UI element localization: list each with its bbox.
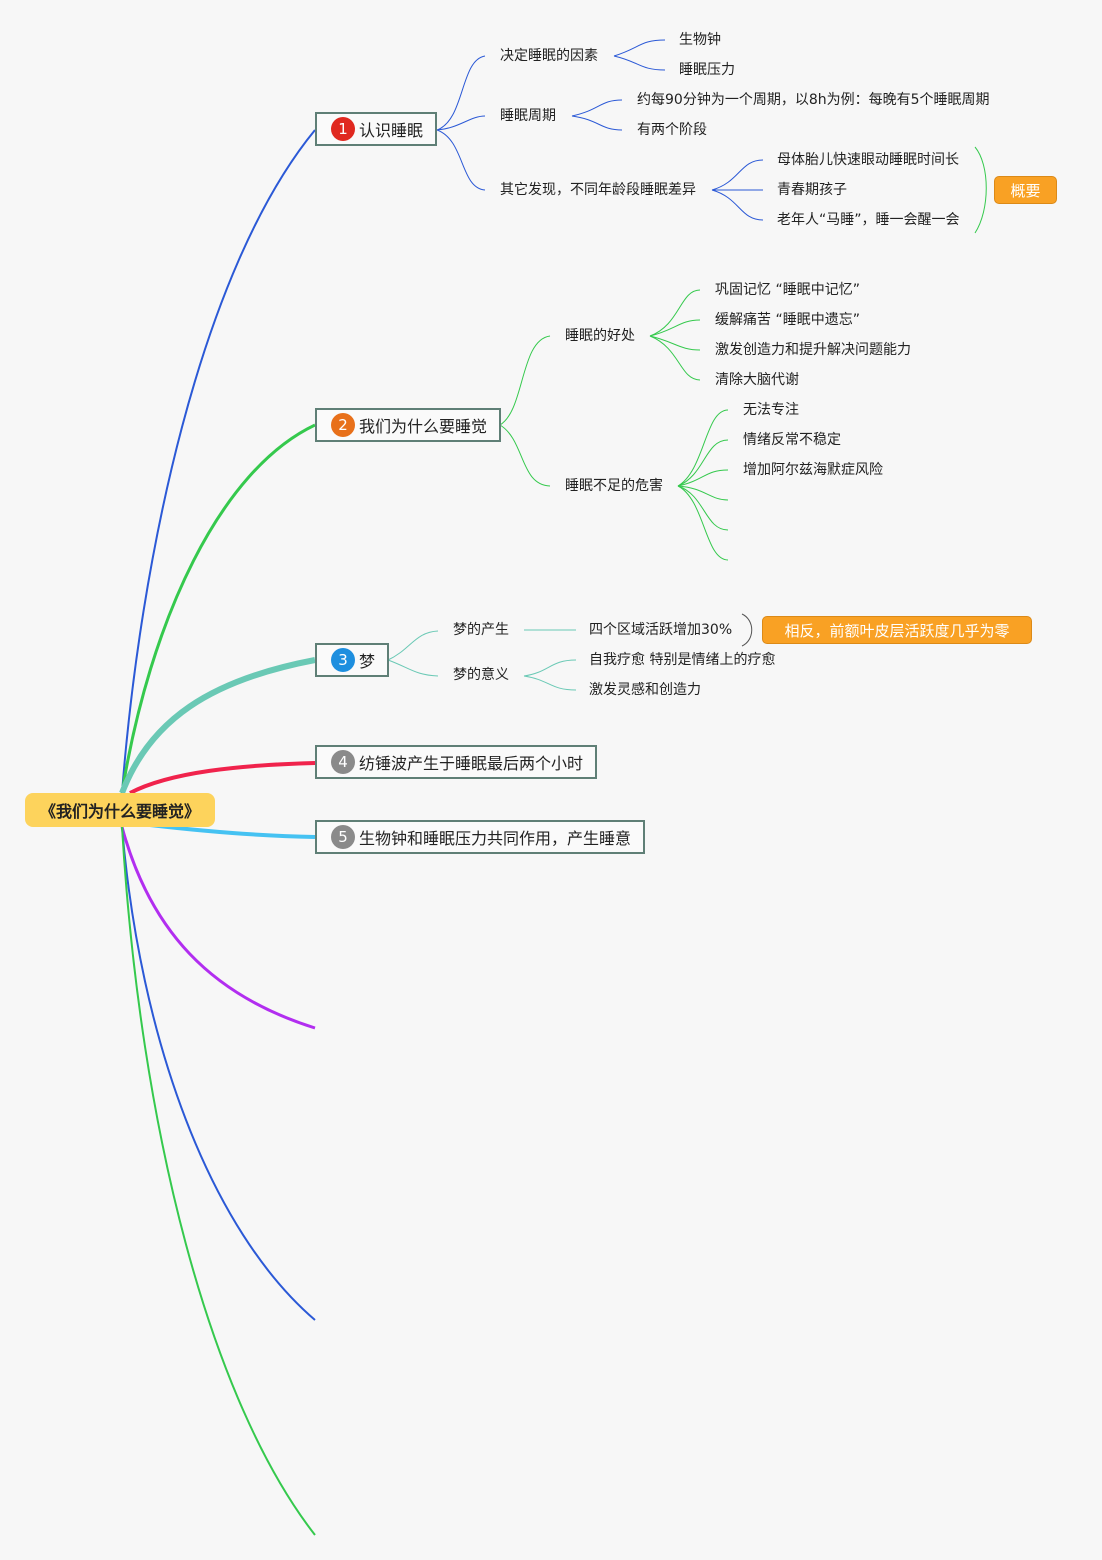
branch-line-3	[119, 657, 316, 795]
node-sleep-factors[interactable]: 决定睡眠的因素	[500, 48, 598, 64]
node-two-stages[interactable]: 有两个阶段	[637, 122, 707, 138]
branch-line-6	[120, 826, 316, 1030]
topic-label: 认识睡眠	[359, 121, 424, 140]
node-age-differences[interactable]: 其它发现，不同年龄段睡眠差异	[500, 182, 696, 198]
branch-line-4	[129, 761, 316, 795]
node-circadian-clock[interactable]: 生物钟	[679, 32, 721, 48]
node-fetus-rem[interactable]: 母体胎儿快速眼动睡眠时间长	[777, 152, 959, 168]
branch-line-5	[149, 823, 316, 839]
node-sleep-pressure[interactable]: 睡眠压力	[679, 62, 735, 78]
node-teenagers[interactable]: 青春期孩子	[777, 182, 847, 198]
node-sleep-cycle[interactable]: 睡眠周期	[500, 108, 556, 124]
node-sleep-benefits[interactable]: 睡眠的好处	[565, 328, 635, 344]
summary-box-overview[interactable]: 概要	[994, 176, 1057, 204]
topic-label: 梦	[359, 652, 376, 671]
topic-spindle-waves[interactable]: 4 纺锤波产生于睡眠最后两个小时	[315, 745, 598, 779]
branch-line-1	[121, 129, 316, 794]
node-four-regions[interactable]: 四个区域活跃增加30%	[589, 622, 733, 638]
root-topic[interactable]: 《我们为什么要睡觉》	[25, 793, 215, 827]
branch-line-7	[121, 826, 316, 1321]
number-badge-3: 3	[331, 648, 355, 672]
node-sleep-deprivation-harms[interactable]: 睡眠不足的危害	[565, 478, 663, 494]
topic-clock-pressure[interactable]: 5 生物钟和睡眠压力共同作用，产生睡意	[315, 820, 646, 854]
node-self-healing[interactable]: 自我疗愈 特别是情绪上的疗愈	[589, 652, 776, 668]
number-badge-5: 5	[331, 825, 355, 849]
number-badge-1: 1	[331, 117, 355, 141]
node-dream-origin[interactable]: 梦的产生	[453, 622, 509, 638]
node-alzheimers-risk[interactable]: 增加阿尔兹海默症风险	[743, 462, 883, 478]
node-consolidate-memory[interactable]: 巩固记忆 “睡眠中记忆”	[715, 282, 860, 298]
node-inspiration[interactable]: 激发灵感和创造力	[589, 682, 701, 698]
topic-dream[interactable]: 3 梦	[315, 643, 390, 677]
node-relieve-pain[interactable]: 缓解痛苦 “睡眠中遗忘”	[715, 312, 860, 328]
topic-label: 生物钟和睡眠压力共同作用，产生睡意	[359, 829, 632, 848]
node-mood-unstable[interactable]: 情绪反常不稳定	[743, 432, 841, 448]
node-elderly[interactable]: 老年人“马睡”，睡一会醒一会	[777, 212, 960, 228]
node-dream-meaning[interactable]: 梦的意义	[453, 667, 509, 683]
summary-box-prefrontal[interactable]: 相反，前额叶皮层活跃度几乎为零	[762, 616, 1032, 644]
number-badge-4: 4	[331, 750, 355, 774]
topic-why-sleep[interactable]: 2 我们为什么要睡觉	[315, 408, 502, 442]
topic-label: 我们为什么要睡觉	[359, 417, 488, 436]
node-cycle-90min[interactable]: 约每90分钟为一个周期，以8h为例：每晚有5个睡眠周期	[637, 92, 990, 108]
node-clear-metabolism[interactable]: 清除大脑代谢	[715, 372, 799, 388]
topic-label: 纺锤波产生于睡眠最后两个小时	[359, 754, 584, 773]
node-creativity[interactable]: 激发创造力和提升解决问题能力	[715, 342, 911, 358]
branch-line-8	[121, 826, 316, 1536]
topic-recognize-sleep[interactable]: 1 认识睡眠	[315, 112, 438, 146]
branch-line-2	[120, 423, 316, 794]
number-badge-2: 2	[331, 413, 355, 437]
node-cannot-focus[interactable]: 无法专注	[743, 402, 799, 418]
